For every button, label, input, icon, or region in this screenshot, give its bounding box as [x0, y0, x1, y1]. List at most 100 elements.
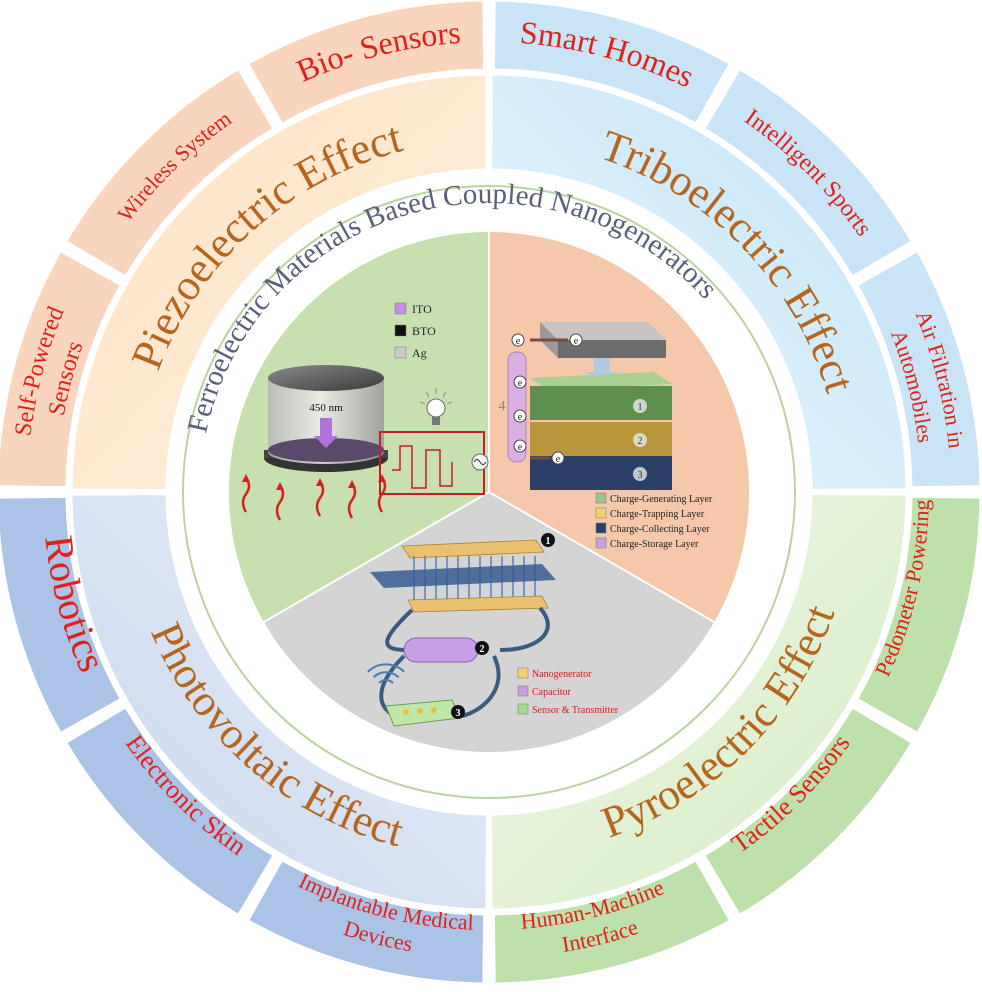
electron-label: e: [516, 336, 521, 347]
legend-label: Charge-Storage Layer: [610, 539, 699, 550]
pyro-outer-sector: [491, 857, 733, 986]
pyro-outer-sector: [854, 494, 982, 736]
bulb-ray-icon: [442, 391, 447, 398]
layer-number: 1: [638, 402, 643, 413]
legend-swatch: [517, 703, 529, 715]
wifi-icon: [367, 663, 405, 673]
legend-label: Sensor & Transmitter: [532, 705, 619, 716]
electron-label: e: [574, 336, 579, 347]
marker-number: 1: [546, 536, 551, 547]
layer-number-badge: [633, 433, 647, 447]
piezo-outer-sector: [63, 66, 277, 280]
capacitor-icon: [403, 637, 479, 663]
bulb-ray-icon: [425, 391, 430, 398]
stack-layer: [530, 456, 672, 490]
bulb-ray-icon: [419, 401, 425, 405]
legend-label: ITO: [412, 302, 432, 316]
legend-label: Ag: [412, 346, 427, 360]
heat-arrowhead-icon: [276, 482, 284, 490]
heat-arrowhead-icon: [348, 480, 356, 488]
heat-arrow-icon: [315, 481, 325, 517]
layer-number: 3: [638, 470, 643, 481]
photo-outer-sector: [245, 857, 487, 986]
legend-label: Nanogenerator: [532, 669, 592, 680]
bto-film: [268, 438, 384, 462]
cylinder-top: [268, 365, 384, 391]
marker-badge: [475, 641, 489, 655]
marker-badge: [541, 533, 555, 547]
light-arrow-icon: [314, 418, 338, 448]
legend-swatch: [394, 302, 407, 315]
bulb-base-icon: [432, 417, 440, 425]
electron-icon: [513, 439, 527, 453]
wire: [385, 606, 550, 652]
tribo-outer-sector: [701, 66, 915, 280]
ng-middle-grid: [370, 564, 556, 588]
tribo-outer-sector: [854, 248, 982, 490]
marker-number: 3: [456, 708, 461, 719]
legend-label: Charge-Trapping Layer: [610, 509, 705, 520]
layer-number-badge: [633, 399, 647, 413]
electron-label: e: [518, 378, 523, 389]
press-arrow-icon: [586, 358, 618, 388]
legend-swatch: [595, 507, 607, 519]
storage-number: 4: [499, 399, 506, 414]
electron-icon: [513, 375, 527, 389]
legend-swatch: [394, 324, 407, 337]
stack-top: [530, 372, 672, 390]
top-plate: [540, 322, 666, 340]
piezo-outer-sector: [245, 0, 487, 127]
bulb-ray-icon: [447, 401, 453, 405]
top-plate-side: [558, 340, 666, 358]
heat-arrow-icon: [275, 485, 285, 521]
legend-swatch: [595, 537, 607, 549]
legend-swatch: [517, 685, 529, 697]
ng-top-plate: [401, 539, 545, 559]
pyro-outer-sector: [701, 704, 915, 918]
photo-outer-sector: [0, 494, 124, 736]
sensor-led-icon: [417, 708, 423, 714]
heat-arrowhead-icon: [242, 474, 250, 482]
legend-swatch: [394, 346, 407, 359]
marker-badge: [451, 705, 465, 719]
panel-divider: [263, 491, 490, 623]
signal-waveform: [392, 445, 453, 489]
layer-number-badge: [633, 467, 647, 481]
panel-divider: [488, 491, 715, 623]
bulb-icon: [426, 398, 446, 418]
legend-label: Capacitor: [532, 687, 572, 698]
heat-arrow-icon: [241, 477, 251, 513]
legend-swatch: [517, 667, 529, 679]
wifi-icon: [372, 671, 400, 679]
electron-icon: [513, 409, 527, 423]
legend-label: Charge-Collecting Layer: [610, 524, 710, 535]
wavelength-label: 450 nm: [309, 402, 343, 414]
stack-layer: [530, 386, 672, 420]
legend-label: Charge-Generating Layer: [610, 494, 713, 505]
tribo-outer-sector: [491, 0, 733, 127]
heat-arrowhead-icon: [316, 478, 324, 486]
electron-icon: [551, 451, 565, 465]
legend-label: BTO: [412, 324, 436, 338]
stack-layer: [530, 422, 672, 456]
title-ring-border: [182, 185, 796, 799]
piezo-outer-sector: [0, 248, 124, 490]
electron-icon: [569, 333, 583, 347]
electron-icon: [511, 333, 525, 347]
ng-bottom-plate: [407, 595, 549, 613]
ac-wave-icon: [473, 459, 487, 465]
legend-swatch: [595, 522, 607, 534]
wifi-icon: [378, 679, 394, 684]
heat-arrow-icon: [347, 483, 357, 519]
photo-outer-sector: [63, 704, 277, 918]
electron-label: e: [556, 454, 561, 465]
marker-number: 2: [480, 644, 485, 655]
photovoltaic-content: ITO BTO Ag 450 nm: [241, 302, 489, 521]
electron-label: e: [518, 442, 523, 453]
legend-swatch: [595, 492, 607, 504]
